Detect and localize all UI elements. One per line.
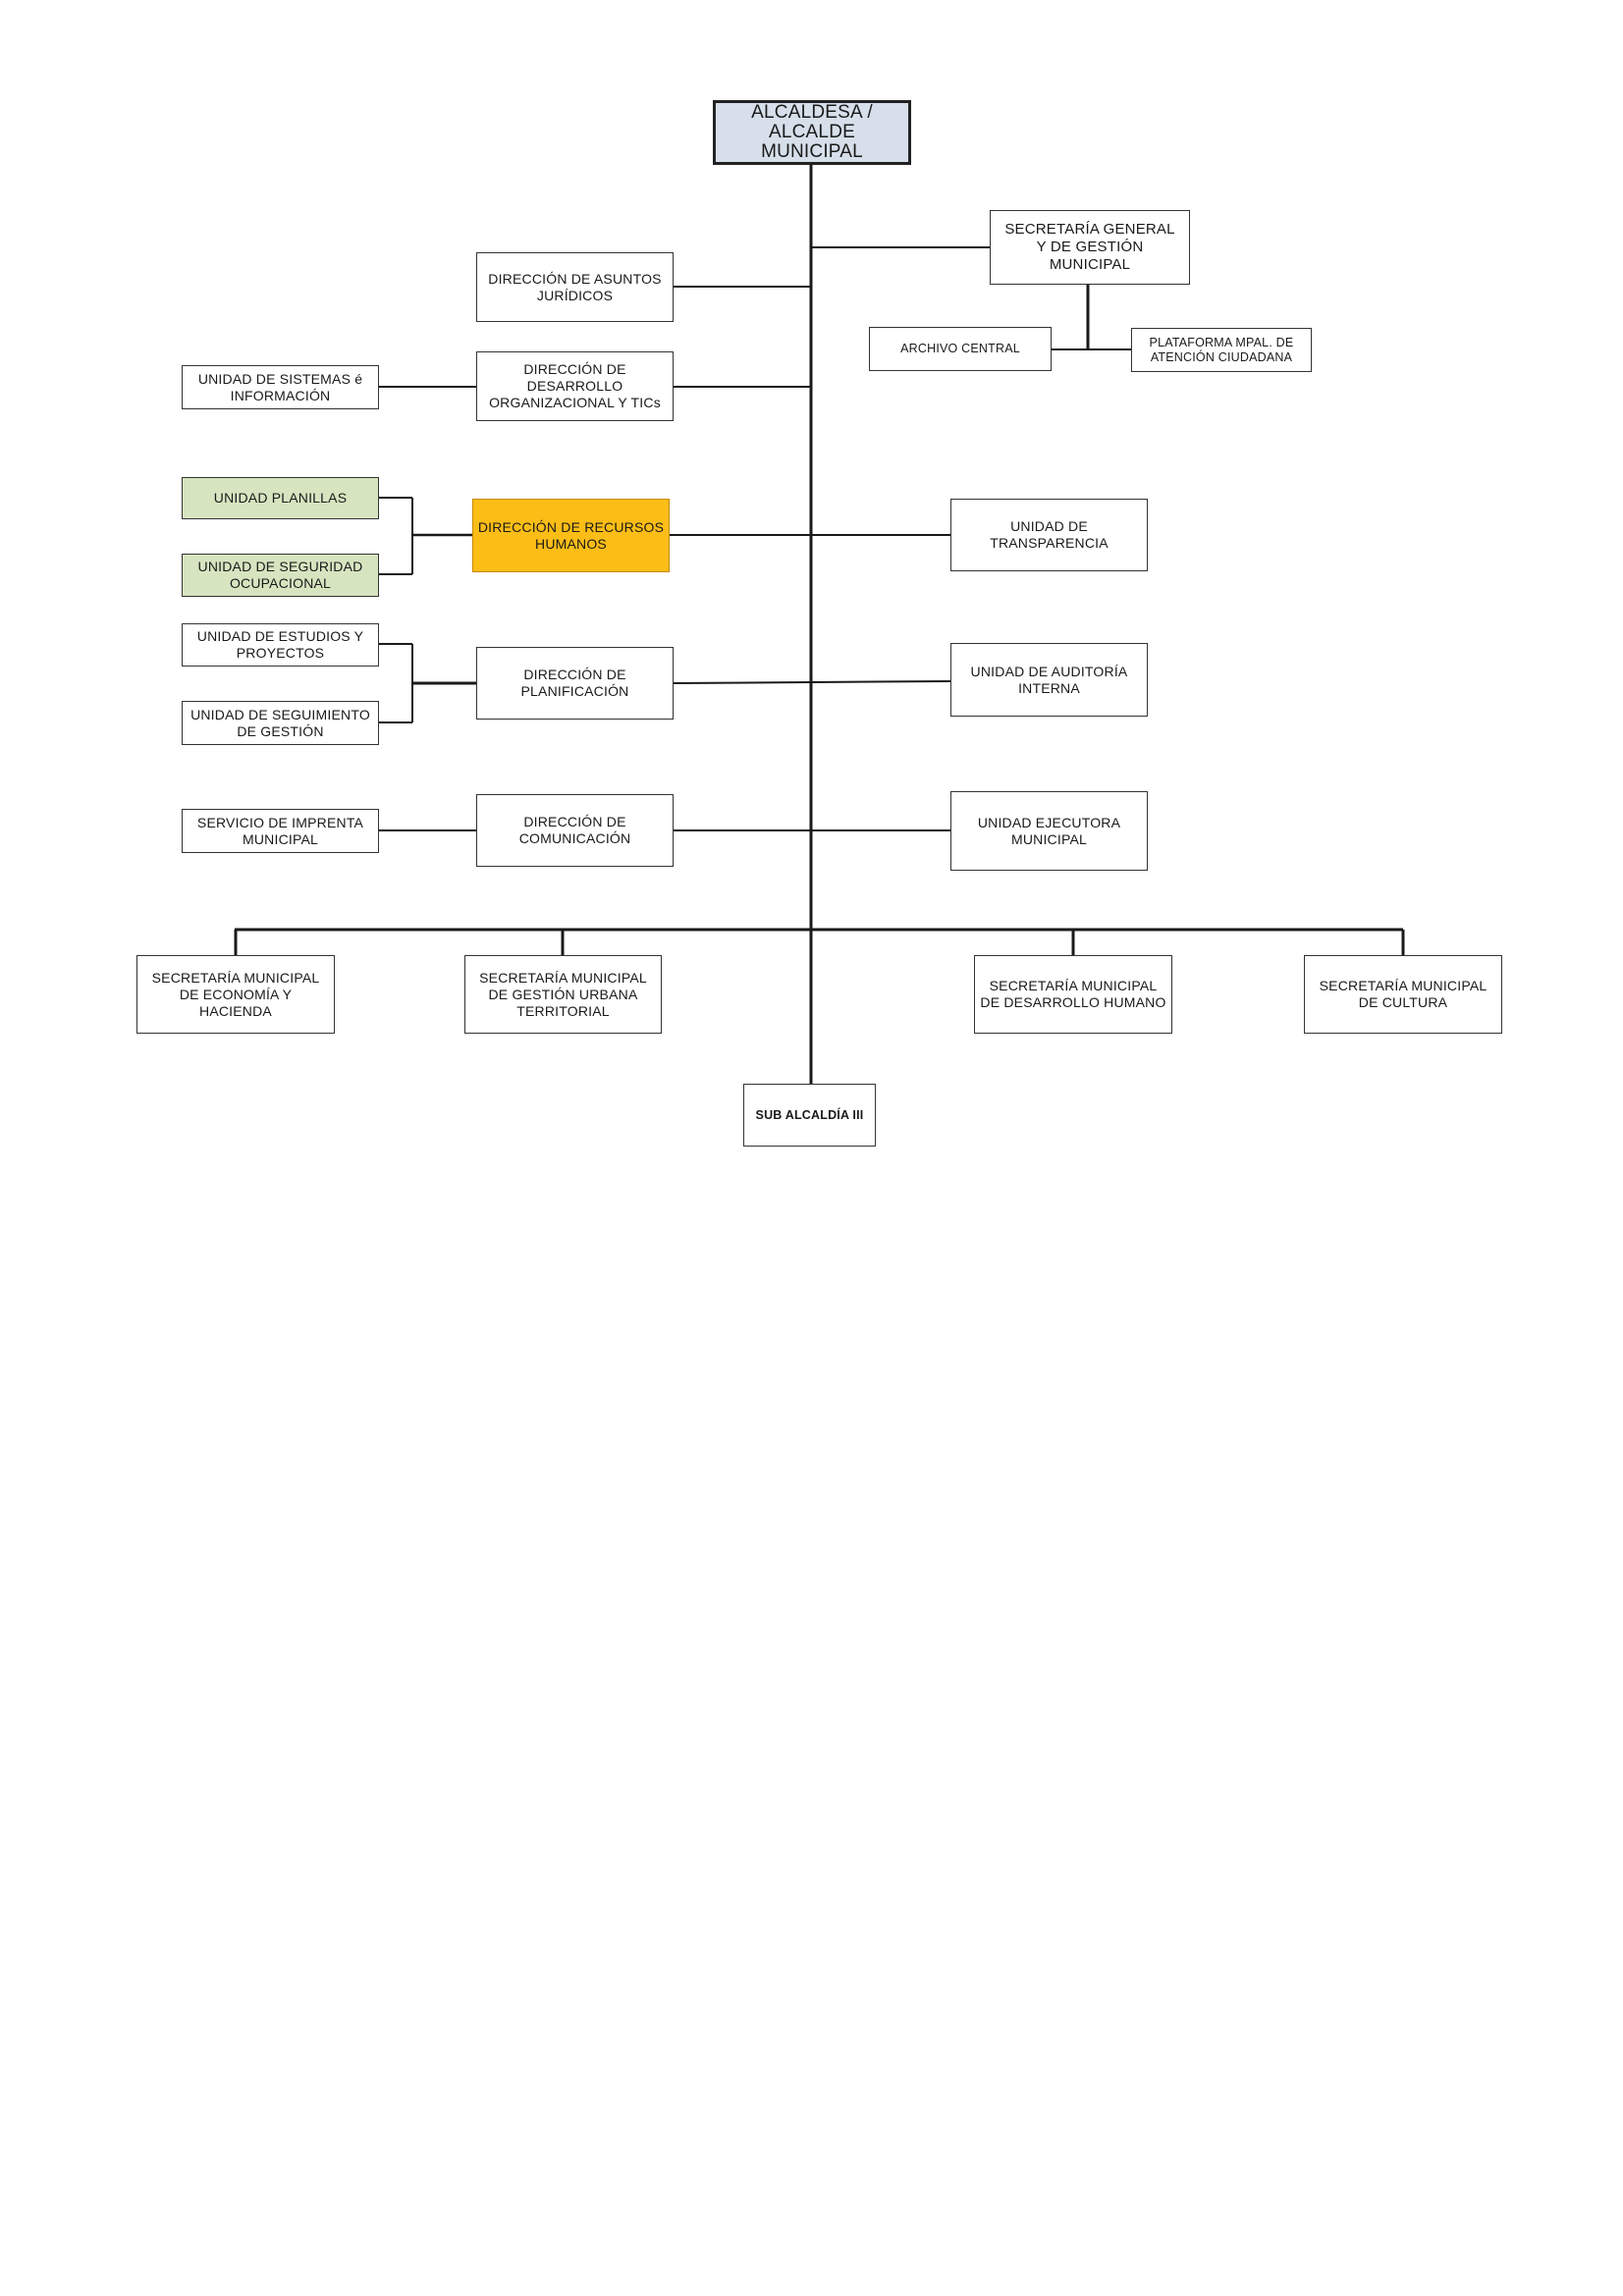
box-secretaria-cultura: SECRETARÍA MUNICIPAL DE CULTURA — [1304, 955, 1502, 1034]
box-unidad-sistemas: UNIDAD DE SISTEMAS é INFORMACIÓN — [182, 365, 379, 409]
box-secretaria-economia: SECRETARÍA MUNICIPAL DE ECONOMÍA Y HACIE… — [136, 955, 335, 1034]
box-unidad-planillas: UNIDAD PLANILLAS — [182, 477, 379, 519]
box-comunicacion: DIRECCIÓN DE COMUNICACIÓN — [476, 794, 674, 867]
box-desarrollo-organizacional: DIRECCIÓN DE DESARROLLO ORGANIZACIONAL Y… — [476, 351, 674, 421]
box-unidad-transparencia: UNIDAD DE TRANSPARENCIA — [950, 499, 1148, 571]
box-secretaria-urbana: SECRETARÍA MUNICIPAL DE GESTIÓN URBANA T… — [464, 955, 662, 1034]
box-secretaria-general: SECRETARÍA GENERAL Y DE GESTIÓN MUNICIPA… — [990, 210, 1190, 285]
box-servicio-imprenta: SERVICIO DE IMPRENTA MUNICIPAL — [182, 809, 379, 853]
box-sub-alcaldia: SUB ALCALDÍA III — [743, 1084, 876, 1147]
box-unidad-estudios: UNIDAD DE ESTUDIOS Y PROYECTOS — [182, 623, 379, 667]
connector-planificacion — [672, 680, 951, 684]
box-planificacion: DIRECCIÓN DE PLANIFICACIÓN — [476, 647, 674, 720]
box-alcaldesa: ALCALDESA / ALCALDE MUNICIPAL — [713, 100, 911, 165]
box-recursos-humanos: DIRECCIÓN DE RECURSOS HUMANOS — [472, 499, 670, 572]
box-auditoria-interna: UNIDAD DE AUDITORÍA INTERNA — [950, 643, 1148, 717]
box-unidad-ejecutora: UNIDAD EJECUTORA MUNICIPAL — [950, 791, 1148, 871]
box-unidad-seguimiento: UNIDAD DE SEGUIMIENTO DE GESTIÓN — [182, 701, 379, 745]
box-unidad-seguridad: UNIDAD DE SEGURIDAD OCUPACIONAL — [182, 554, 379, 597]
box-secretaria-humano: SECRETARÍA MUNICIPAL DE DESARROLLO HUMAN… — [974, 955, 1172, 1034]
box-asuntos-juridicos: DIRECCIÓN DE ASUNTOS JURÍDICOS — [476, 252, 674, 322]
box-archivo-central: ARCHIVO CENTRAL — [869, 327, 1052, 371]
box-plataforma: PLATAFORMA MPAL. DE ATENCIÓN CIUDADANA — [1131, 328, 1312, 372]
